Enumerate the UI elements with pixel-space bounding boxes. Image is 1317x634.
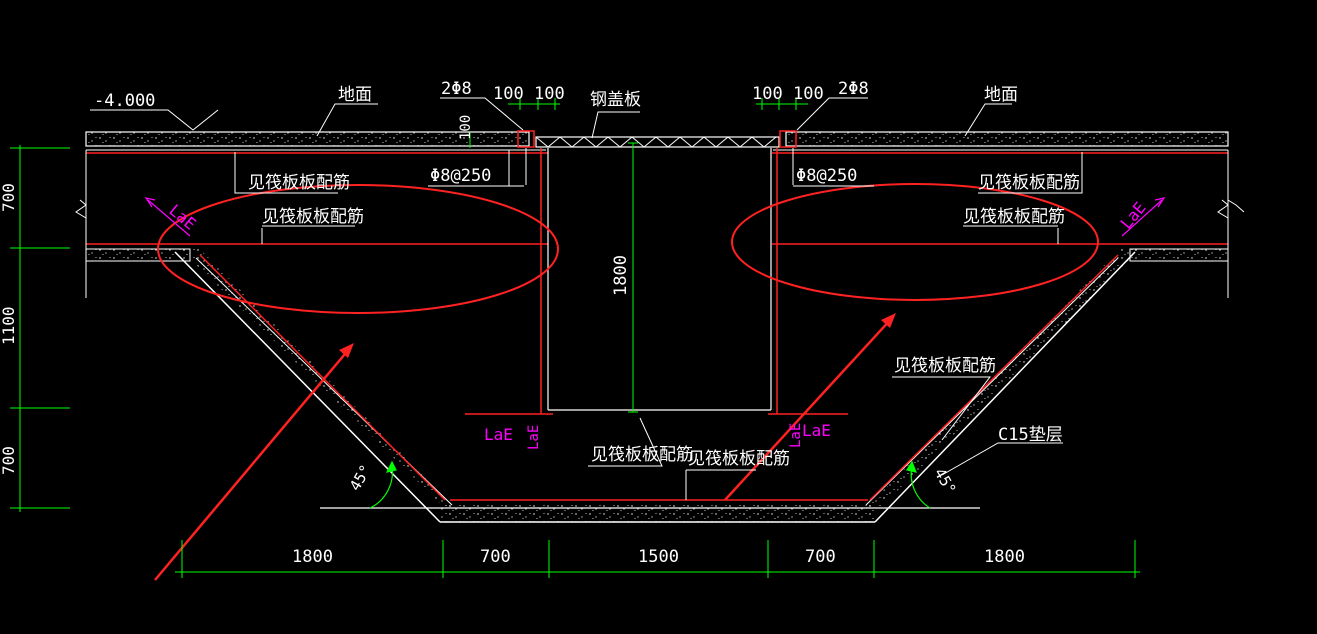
bottom-dim-4: 700 (805, 547, 836, 567)
ground-slab (85, 131, 1229, 151)
ground-label-left: 地面 (338, 85, 372, 105)
leaders (90, 97, 1083, 500)
bars-label-right: 2Φ8 (838, 79, 869, 99)
left-dim-3: 700 (0, 446, 18, 475)
bottom-dim-1: 1800 (292, 547, 333, 567)
laE-label-left-top: LaE (165, 201, 199, 234)
left-dimensions (10, 145, 70, 512)
elevation-label: -4.000 (94, 91, 155, 111)
top-small-dims (469, 98, 808, 148)
pit-depth-label: 1800 (611, 255, 631, 296)
gap-dim-b: 100 (534, 84, 565, 104)
gap-dim-a: 100 (493, 84, 524, 104)
angle-arcs (369, 460, 931, 509)
raft-bottom (75, 150, 1245, 298)
angle-label-right: 45° (931, 465, 960, 497)
stirrup-label-left: Φ8@250 (430, 166, 491, 186)
ground-label-right: 地面 (984, 85, 1018, 105)
cushion-label: C15垫层 (998, 425, 1063, 445)
raft-slope-label: 见筏板板配筋 (894, 356, 996, 376)
cover-plate-label: 钢盖板 (590, 90, 641, 110)
laE-label-right-bottom-vertical: LaE (788, 423, 804, 448)
bottom-dim-3: 1500 (638, 547, 679, 567)
raft-top-label-left: 见筏板板配筋 (248, 173, 350, 193)
bottom-dimensions (175, 540, 1140, 578)
raft-top-label-right: 见筏板板配筋 (978, 173, 1080, 193)
laE-arrows (144, 197, 1166, 237)
bottom-dim-2: 700 (480, 547, 511, 567)
steel-cover-plate (535, 136, 780, 148)
laE-label-left-bottom-vertical: LaE (526, 425, 542, 450)
bottom-dim-5: 1800 (984, 547, 1025, 567)
pit-structure (174, 249, 1140, 523)
stirrup-label-right: Φ8@250 (796, 166, 857, 186)
gap-dim-d: 100 (793, 84, 824, 104)
left-dim-2: 1100 (0, 306, 18, 345)
angle-label-left: 45° (346, 462, 375, 494)
raft-base-label-2: 见筏板板配筋 (688, 449, 790, 469)
left-dim-1: 700 (0, 183, 18, 212)
highlight-ellipses (157, 183, 1099, 314)
laE-label-right-top: LaE (1117, 198, 1150, 232)
inner-pit (465, 142, 848, 415)
raft-rebar (86, 152, 1228, 245)
bars-label-left: 2Φ8 (441, 79, 472, 99)
gap-dim-c: 100 (752, 84, 783, 104)
raft-bottom-label-right: 见筏板板配筋 (963, 207, 1065, 227)
laE-label-right-bottom: LaE (802, 421, 831, 440)
raft-base-label-1: 见筏板板配筋 (591, 445, 693, 465)
raft-bottom-label-left: 见筏板板配筋 (262, 207, 364, 227)
vert-100-label: 100 (458, 115, 474, 140)
plate-supports (517, 130, 797, 148)
laE-label-left-bottom: LaE (484, 425, 513, 444)
